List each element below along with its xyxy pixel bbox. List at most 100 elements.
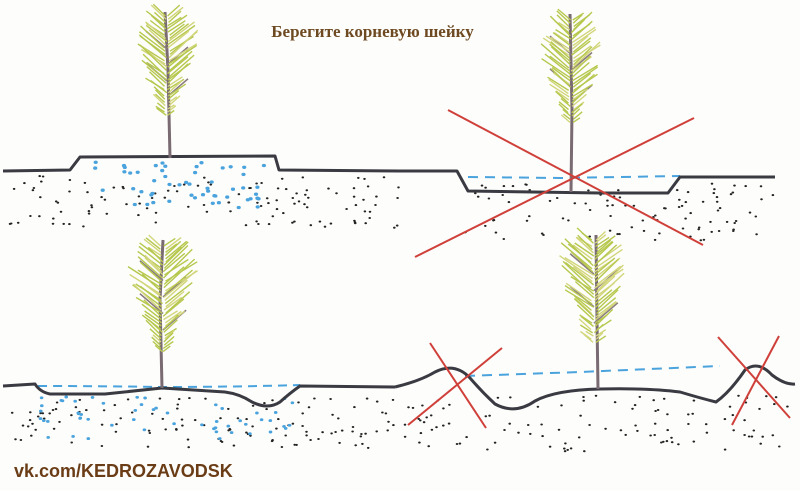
soil-dot [48,412,51,415]
pine-needle [167,83,187,97]
soil-dot [604,427,607,430]
pine-needle [162,345,171,353]
soil-dot [39,196,42,199]
soil-dot [39,412,42,415]
pine-needle [571,108,581,117]
soil-dot [119,417,122,420]
soil-dot [564,442,567,445]
pine-needle [143,238,162,253]
soil-dot [301,424,304,428]
pine-needle [139,261,162,282]
pine-needle [578,318,592,331]
soil-dot [411,406,415,409]
pine-needle [142,53,168,78]
soil-dot [717,229,721,233]
soil-dot [594,394,598,397]
soil-dot [351,430,354,433]
water-dot [42,419,46,423]
soil-dot [375,430,379,433]
pine-needle [169,23,190,39]
tree-trunk [163,11,172,159]
soil-dot [51,222,55,225]
water-dot [139,403,144,407]
soil-dot [501,193,505,197]
pine-needle [167,56,189,75]
soil-dot [203,176,206,179]
soil-dot [271,399,274,402]
soil-dot [704,423,708,426]
pine-needle [168,96,178,103]
soil-dot [85,409,88,412]
pine-needle [167,49,190,68]
soil-dot [207,181,210,184]
pine-needle [144,310,162,324]
soil-dot [670,436,673,439]
soil-dot [83,181,87,184]
soil-dot [305,430,308,433]
water-dot [135,395,139,399]
pine-needle [152,340,162,349]
soil-dot [653,238,657,241]
soil-dot [384,412,388,415]
soil-dot [126,398,130,401]
soil-dot [229,210,232,213]
soil-dot [743,419,746,422]
soil-dot [474,192,477,195]
cross-mark-top-right [414,109,704,258]
soil-dot [430,428,434,431]
soil-dot [387,420,390,423]
soil-dot [712,192,716,195]
tree-needles [540,8,601,123]
soil-dot [70,441,73,444]
soil-dot [540,423,543,426]
soil-dot [366,446,370,449]
soil-dot [649,434,652,437]
soil-dot [723,448,727,451]
soil-dot [715,196,719,199]
soil-dot [617,189,620,192]
soil-dots-top-left [8,175,400,229]
pine-needle [145,24,168,43]
pine-needle [574,281,595,299]
pine-needle [147,246,164,263]
soil-dot [31,422,34,425]
soil-dot [666,429,669,432]
soil-dot [611,204,614,207]
water-dot [160,161,165,165]
soil-surface-top-left [2,154,401,173]
pine-needle [595,230,606,241]
soil-dot [125,203,128,206]
soil-dot [227,201,231,204]
soil-dot [188,397,191,400]
soil-dot [734,219,738,223]
soil-dot [317,437,320,441]
water-dot [238,419,242,423]
pine-needle [141,303,162,321]
soil-dot [219,417,222,420]
water-dot [287,423,292,427]
soil-dot [34,428,37,431]
soil-dot [55,401,59,404]
soil-dot [86,191,89,194]
soil-dot [249,434,252,437]
watermark-text: vk.com/KEDROZAVODSK [14,461,233,481]
soil-dot [687,413,690,416]
water-dot [86,417,90,421]
soil-dot [476,195,480,198]
soil-dot [425,416,429,419]
soil-dot [9,222,13,225]
pine-needle [595,329,607,337]
soil-dot [363,210,367,213]
soil-dot [313,397,316,400]
soil-dot [609,214,612,218]
soil-dot [618,196,622,199]
pine-needle [162,252,186,273]
pine-needle [593,248,623,270]
pine-needle [132,283,162,311]
soil-dot [259,204,263,208]
pine-needle [147,318,163,333]
pine-needle [571,103,584,114]
water-dot [64,395,68,399]
soil-dot [631,407,634,410]
soil-dot [26,425,30,428]
